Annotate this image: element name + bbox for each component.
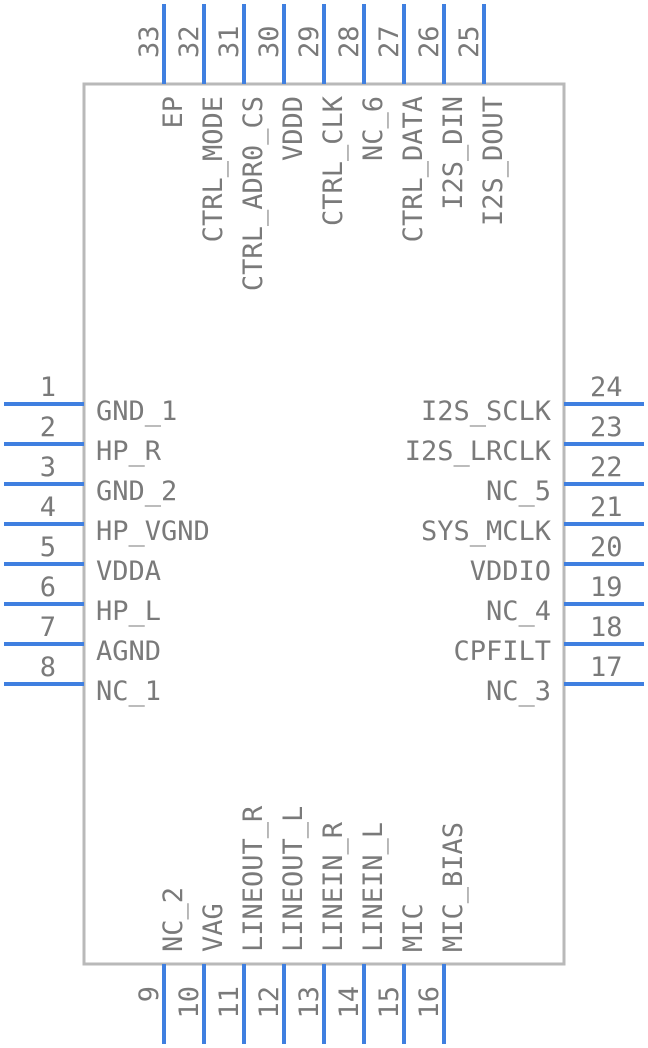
pin-number-left: 2	[40, 412, 56, 443]
pin-number-left: 5	[40, 532, 56, 563]
pin-number-left: 4	[40, 492, 56, 523]
pin-name-bottom: NC_2	[158, 887, 189, 952]
pin-number-right: 23	[590, 412, 623, 443]
pin-number-right: 24	[590, 372, 623, 403]
pin-number-top: 31	[214, 25, 245, 58]
pin-name-top: CTRL_DATA	[398, 96, 429, 242]
pin-name-left: GND_2	[96, 476, 177, 507]
pin-name-right: CPFILT	[453, 636, 551, 667]
pin-number-top: 33	[134, 25, 165, 58]
pin-name-right: VDDIO	[470, 556, 551, 587]
pin-number-bottom: 12	[254, 986, 285, 1019]
pin-number-right: 18	[590, 612, 623, 643]
pin-number-right: 19	[590, 572, 623, 603]
pin-number-bottom: 9	[134, 986, 165, 1002]
pin-name-bottom: MIC	[398, 903, 429, 952]
pin-number-right: 21	[590, 492, 623, 523]
pin-name-top: CTRL_MODE	[198, 96, 229, 242]
pin-number-top: 30	[254, 25, 285, 58]
pin-name-bottom: MIC_BIAS	[438, 822, 469, 952]
pin-name-right: I2S_SCLK	[421, 396, 552, 427]
pin-name-top: NC_6	[358, 96, 389, 161]
pin-name-top: I2S_DIN	[438, 96, 469, 210]
pin-name-left: HP_VGND	[96, 516, 210, 547]
pin-name-bottom: LINEIN_L	[358, 822, 389, 952]
pin-number-left: 6	[40, 572, 56, 603]
pin-number-bottom: 13	[294, 986, 325, 1019]
pin-name-top: VDDD	[278, 96, 309, 161]
pin-number-bottom: 14	[334, 986, 365, 1019]
pin-number-left: 8	[40, 652, 56, 683]
pin-name-left: HP_L	[96, 596, 161, 627]
pin-number-left: 3	[40, 452, 56, 483]
pin-name-top: CTRL_ADR0_CS	[238, 96, 269, 291]
pin-name-top: I2S_DOUT	[478, 96, 509, 226]
pin-name-bottom: LINEOUT_L	[278, 806, 309, 952]
pin-number-top: 25	[454, 25, 485, 58]
pin-name-left: VDDA	[96, 556, 161, 587]
pin-name-top: CTRL_CLK	[318, 95, 349, 226]
pin-name-right: NC_5	[486, 476, 551, 507]
ic-body	[82, 82, 566, 966]
pin-name-bottom: LINEOUT_R	[238, 805, 269, 952]
pin-number-top: 28	[334, 25, 365, 58]
pin-name-left: HP_R	[96, 436, 162, 467]
pin-number-right: 22	[590, 452, 623, 483]
pin-name-left: GND_1	[96, 396, 177, 427]
pin-number-bottom: 10	[174, 986, 205, 1019]
pin-number-right: 17	[590, 652, 623, 683]
pin-number-left: 7	[40, 612, 56, 643]
pin-name-bottom: LINEIN_R	[318, 821, 349, 952]
pin-number-right: 20	[590, 532, 623, 563]
pin-name-right: SYS_MCLK	[421, 516, 552, 547]
pin-number-left: 1	[40, 372, 56, 403]
pin-name-top: EP	[158, 96, 189, 129]
pin-name-right: NC_4	[486, 596, 551, 627]
pin-number-top: 27	[374, 25, 405, 58]
pin-number-top: 32	[174, 25, 205, 58]
pin-number-bottom: 15	[374, 986, 405, 1019]
pin-number-top: 26	[414, 25, 445, 58]
pin-name-right: I2S_LRCLK	[405, 436, 552, 467]
pin-name-left: NC_1	[96, 676, 161, 707]
pin-number-top: 29	[294, 25, 325, 58]
pin-name-bottom: VAG	[198, 903, 229, 952]
pin-number-bottom: 16	[414, 986, 445, 1019]
pin-name-right: NC_3	[486, 676, 551, 707]
pin-number-bottom: 11	[214, 986, 245, 1019]
pin-name-left: AGND	[96, 636, 161, 667]
